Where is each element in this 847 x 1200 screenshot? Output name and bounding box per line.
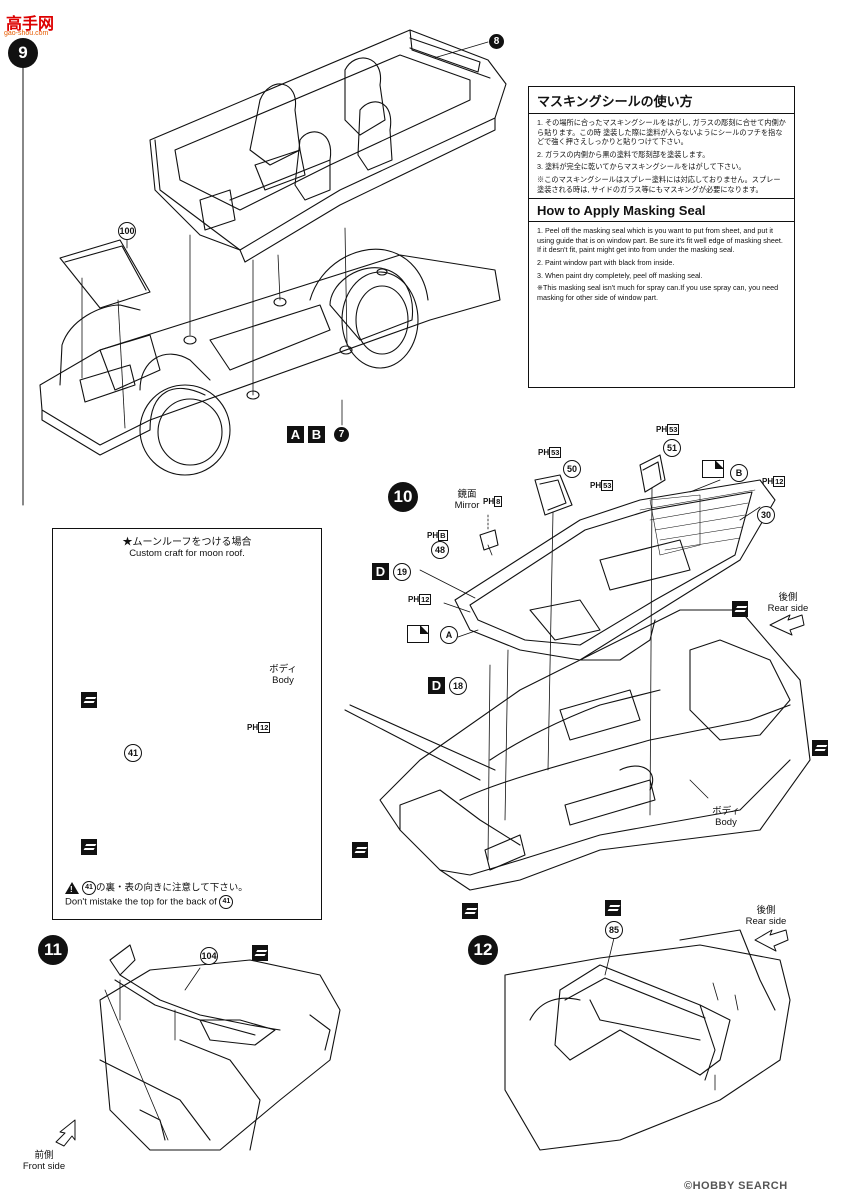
mask-sheet-icon-b bbox=[702, 460, 724, 478]
warning-icon bbox=[65, 882, 79, 896]
glue-icon-2 bbox=[812, 740, 828, 756]
masking-note-en: ※This masking seal isn't much for spray … bbox=[537, 283, 779, 302]
moonroof-panel: ★ムーンルーフをつける場合 Custom craft for moon roof… bbox=[52, 528, 322, 920]
step-11-badge: 11 bbox=[38, 935, 68, 965]
part-30-label: 30 bbox=[757, 506, 775, 524]
rear-arrow-12 bbox=[754, 929, 789, 952]
masking-step-en-2: 2. Paint window part with black from ins… bbox=[537, 257, 675, 267]
masking-steps-en: 1. Peel off the masking seal which is yo… bbox=[529, 222, 794, 280]
part-85-label: 85 bbox=[605, 921, 623, 939]
glue-icon-moon-2 bbox=[81, 839, 97, 855]
part-51-label: 51 bbox=[663, 439, 681, 457]
interior-tub bbox=[149, 29, 507, 263]
watermark-logo: 高手网 bbox=[6, 16, 55, 33]
front-side-label: 前側 Front side bbox=[22, 1150, 66, 1172]
masking-seal-instructions: マスキングシールの使い方 1. その場所に合ったマスキングシールをはがし, ガラ… bbox=[528, 86, 795, 388]
mask-b-label: B bbox=[730, 464, 748, 482]
runner-b-label: B bbox=[308, 426, 325, 443]
step-10-badge: 10 bbox=[388, 482, 418, 512]
body-shell bbox=[344, 609, 811, 891]
masking-title-en: How to Apply Masking Seal bbox=[529, 198, 794, 223]
part-48-label: 48 bbox=[431, 541, 449, 559]
masking-step-en-1: 1. Peel off the masking seal which is yo… bbox=[537, 226, 783, 255]
part-7-label: 7 bbox=[334, 427, 349, 442]
part-19-label: 19 bbox=[393, 563, 411, 581]
part-50-label: 50 bbox=[563, 460, 581, 478]
window-glass bbox=[454, 479, 776, 661]
masking-step-en-3: 3. When paint dry completely, peel off m… bbox=[537, 270, 703, 280]
mask-a-label: A bbox=[440, 626, 458, 644]
rear-side-label-10: 後側 Rear side bbox=[767, 592, 809, 614]
watermark-url: gao-shou.com bbox=[4, 30, 49, 37]
masking-step-jp-3: 3. 塗料が完全に乾いてからマスキングシールをはがして下さい。 bbox=[537, 162, 746, 172]
step12-body bbox=[504, 929, 791, 1151]
part-104-label: 104 bbox=[200, 947, 218, 965]
part-50-pillar bbox=[534, 474, 573, 516]
masking-step-jp-2: 2. ガラスの内側から黒の塗料で彫刻部を塗装します。 bbox=[537, 149, 710, 159]
glue-icon-3 bbox=[352, 842, 368, 858]
part-8-label: 8 bbox=[489, 34, 504, 49]
mirror-label: 鏡面 Mirror bbox=[454, 489, 480, 511]
front-arrow-11 bbox=[55, 1119, 76, 1147]
glue-icon-moon-1 bbox=[81, 692, 97, 708]
step-12-badge: 12 bbox=[468, 935, 498, 965]
glue-icon-4 bbox=[462, 903, 478, 919]
glue-icon-1 bbox=[732, 601, 748, 617]
rear-arrow-10 bbox=[769, 614, 805, 636]
part-48-mirror bbox=[479, 529, 499, 551]
part-51-pillar bbox=[639, 454, 666, 493]
part-100-plate bbox=[59, 239, 151, 309]
step11-body bbox=[99, 944, 341, 1151]
body-label-10: ボディ Body bbox=[712, 806, 740, 828]
glue-icon-11 bbox=[252, 945, 268, 961]
mask-sheet-icon-a bbox=[407, 625, 429, 643]
runner-a-label: A bbox=[287, 426, 304, 443]
masking-step-jp-1: 1. その場所に合ったマスキングシールをはがし, ガラスの彫刻に合せて内側から貼… bbox=[537, 118, 786, 147]
masking-title-jp: マスキングシールの使い方 bbox=[529, 87, 794, 114]
step-9-badge: 9 bbox=[8, 38, 38, 68]
part-18-label: 18 bbox=[449, 677, 467, 695]
part-41-label: 41 bbox=[124, 744, 142, 762]
footer-watermark: ©HOBBY SEARCH bbox=[684, 1180, 788, 1192]
moonroof-title: ★ムーンルーフをつける場合 Custom craft for moon roof… bbox=[122, 537, 252, 559]
part-100-label: 100 bbox=[118, 222, 136, 240]
masking-steps-jp: 1. その場所に合ったマスキングシールをはがし, ガラスの彫刻に合せて内側から貼… bbox=[529, 114, 794, 172]
glue-icon-12 bbox=[605, 900, 621, 916]
rear-side-label-12: 後側 Rear side bbox=[745, 905, 787, 927]
masking-note-jp: ※このマスキングシールはスプレー塗料には対応しておりません。スプレー塗装される時… bbox=[537, 174, 781, 194]
body-label-moon: ボディ Body bbox=[269, 664, 297, 686]
runner-d-label-2: D bbox=[428, 677, 445, 694]
chassis bbox=[39, 248, 501, 476]
runner-d-label-1: D bbox=[372, 563, 389, 580]
